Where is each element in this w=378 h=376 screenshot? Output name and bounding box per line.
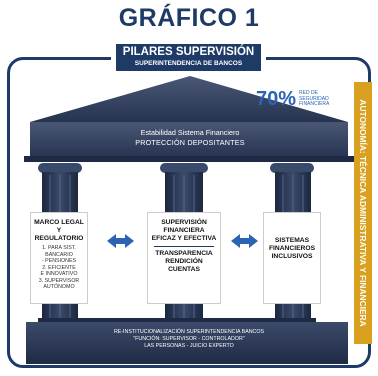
percent-label-line: RED DE xyxy=(299,90,318,96)
roof-pediment xyxy=(30,76,348,122)
header-subtitle: SUPERINTENDENCIA DE BANCOS xyxy=(134,60,243,67)
base-line-1: RE-INSTITUCIONALIZACIÓN SUPERINTENDENCIA… xyxy=(113,329,265,335)
pillar-card-inclusion: SISTEMAS FINANCIEROS INCLUSIVOS xyxy=(263,212,321,304)
roof-line-1: Estabilidad Sistema Financiero xyxy=(140,128,240,137)
column-capital-right xyxy=(270,163,314,173)
pillar-item: 3. SUPERVISOR xyxy=(38,277,80,284)
pillar-title: SISTEMAS xyxy=(274,237,310,244)
percent-label: RED DE SEGURIDAD FINANCIERA xyxy=(299,90,339,108)
pillar-subtitle: RENDICIÓN xyxy=(165,258,203,265)
roof-beam xyxy=(30,122,348,158)
percent-label-line: FINANCIERA xyxy=(299,101,330,107)
pillar-title: INCLUSIVOS xyxy=(271,253,313,260)
pillar-item: E INNOVATIVO xyxy=(40,271,78,277)
pillar-title: SUPERVISIÓN xyxy=(161,219,207,226)
pillar-subtitle: TRANSPARENCIA xyxy=(155,250,213,257)
pillar-title: FINANCIERA xyxy=(163,227,205,234)
pillar-divider xyxy=(154,246,214,247)
double-arrow-left xyxy=(107,234,134,248)
percent-label-line: SEGURIDAD xyxy=(299,95,329,102)
header-tag: PILARES SUPERVISIÓN SUPERINTENDENCIA DE … xyxy=(111,44,266,71)
pillar-subtitle: CUENTAS xyxy=(168,266,200,273)
pillar-item: - PENSIONES xyxy=(41,258,77,264)
pillar-title: EFICAZ Y EFECTIVA xyxy=(151,235,217,242)
pillar-item: 2. EFICIENTE xyxy=(42,264,76,271)
pillar-title: FINANCIEROS xyxy=(268,245,316,252)
pillar-card-legal: MARCO LEGAL Y REGULATORIO 1. PARA SIST. … xyxy=(30,212,88,304)
column-capital-left xyxy=(38,163,82,173)
pillar-card-supervision: SUPERVISIÓN FINANCIERA EFICAZ Y EFECTIVA… xyxy=(147,212,221,304)
capital-band xyxy=(24,156,354,162)
base-line-2: "FUNCIÓN: SUPERVISOR - CONTROLADOR" xyxy=(133,336,245,342)
pillar-title: MARCO LEGAL xyxy=(34,219,84,226)
pillar-item: AUTÓNOMO xyxy=(43,284,75,290)
roof-line-2: PROTECCIÓN DEPOSITANTES xyxy=(135,138,245,147)
column-capital-mid xyxy=(160,163,208,173)
header-title: PILARES SUPERVISIÓN xyxy=(122,46,255,58)
base-step-top xyxy=(38,318,316,324)
side-banner xyxy=(354,82,372,344)
pillar-title: Y REGULATORIO xyxy=(34,227,84,242)
base-line-3: LAS PERSONAS - JUICIO EXPERTO xyxy=(144,343,234,349)
percent-value: 70% xyxy=(256,88,297,110)
double-arrow-right xyxy=(231,234,258,248)
pillar-item: 1. PARA SIST. BANCARIO xyxy=(42,245,76,258)
base-platform xyxy=(26,322,348,364)
figure-title: GRÁFICO 1 xyxy=(118,4,260,32)
